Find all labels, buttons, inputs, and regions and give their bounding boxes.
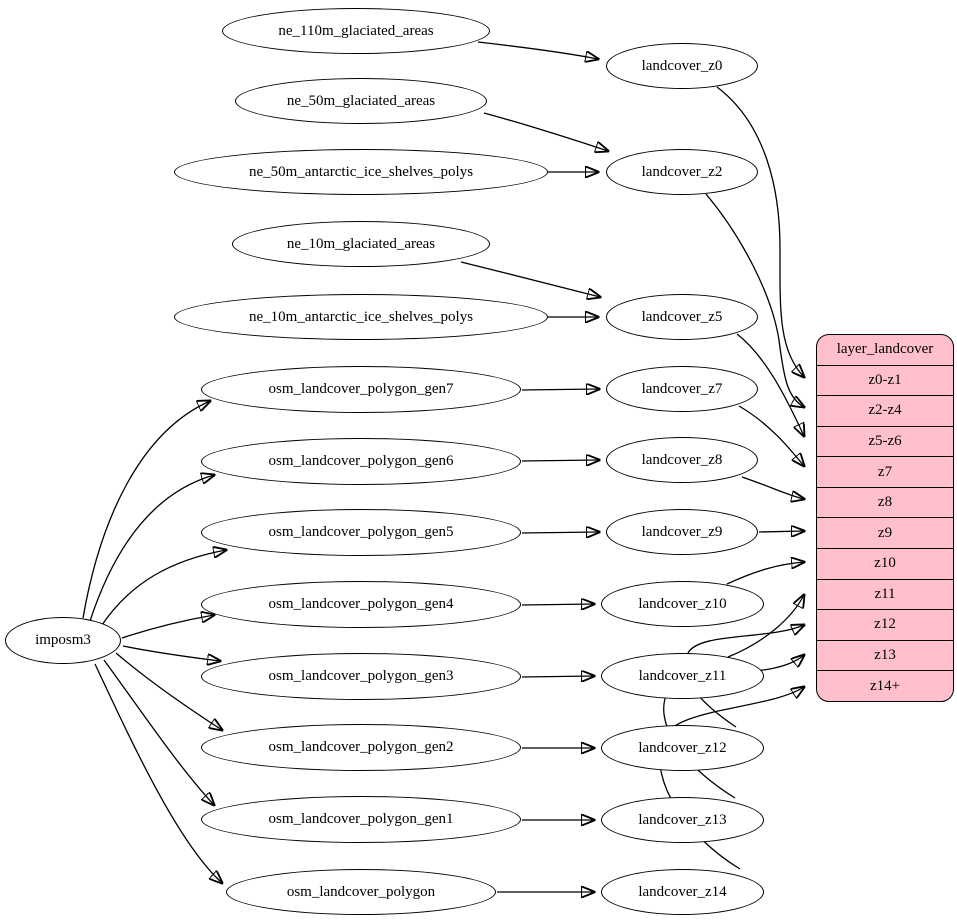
node-label: osm_landcover_polygon xyxy=(286,883,436,900)
node-label: landcover_z12 xyxy=(638,739,727,756)
node-landcover-z8: landcover_z8 xyxy=(606,437,758,483)
table-row-z12: z12 xyxy=(817,609,953,640)
node-landcover-z10: landcover_z10 xyxy=(601,581,764,627)
node-label: ne_10m_glaciated_areas xyxy=(286,235,436,252)
node-osm-landcover-polygon-gen5: osm_landcover_polygon_gen5 xyxy=(201,509,521,556)
table-row-z0-z1: z0-z1 xyxy=(817,364,953,396)
edge-landcover-z8-to-row-z8 xyxy=(741,476,804,499)
edge-osm-landcover-polygon-gen7-to-landcover-z7 xyxy=(521,389,599,390)
node-label: landcover_z8 xyxy=(641,451,723,468)
node-ne-10m-antarctic-ice-shelves-polys: ne_10m_antarctic_ice_shelves_polys xyxy=(174,294,548,340)
table-row-z9: z9 xyxy=(817,517,953,548)
node-label: ne_50m_glaciated_areas xyxy=(286,92,436,109)
node-label: landcover_z2 xyxy=(641,163,723,180)
node-imposm3-label: imposm3 xyxy=(35,632,91,648)
node-label: landcover_z10 xyxy=(638,595,727,612)
table-row-z5-z6: z5-z6 xyxy=(817,425,953,457)
edge-landcover-z5-to-row-z5-z6 xyxy=(736,333,804,436)
edge-landcover-z2-to-row-z2-z4 xyxy=(705,193,804,407)
node-label: landcover_z0 xyxy=(641,57,723,74)
node-label: landcover_z9 xyxy=(641,523,723,540)
node-label: ne_50m_antarctic_ice_shelves_polys xyxy=(248,163,474,180)
table-row-z8: z8 xyxy=(817,486,953,518)
edge-imposm3-to-osm-landcover-polygon-gen5 xyxy=(99,550,226,629)
node-landcover-z14: landcover_z14 xyxy=(601,869,764,915)
node-label: landcover_z5 xyxy=(641,308,723,325)
edge-landcover-z10-to-row-z10 xyxy=(726,562,804,585)
node-label: landcover_z13 xyxy=(638,811,727,828)
edge-imposm3-to-osm-landcover-polygon-gen3 xyxy=(122,645,220,661)
node-label: landcover_z7 xyxy=(641,380,723,397)
node-landcover-z11: landcover_z11 xyxy=(601,653,764,699)
layer-landcover-table: layer_landcover z0-z1 z2-z4 z5-z6 z7 z8 … xyxy=(816,334,954,702)
node-label: osm_landcover_polygon_gen6 xyxy=(268,453,454,469)
node-landcover-z0: landcover_z0 xyxy=(606,43,758,89)
table-row-z14plus: z14+ xyxy=(817,670,953,701)
edge-imposm3-to-osm-landcover-polygon-gen6 xyxy=(89,475,214,622)
edge-osm-landcover-polygon-gen3-to-landcover-z11 xyxy=(521,676,594,677)
edge-ne-110m-glaciated-areas-to-landcover-z0 xyxy=(477,41,598,59)
node-label: osm_landcover_polygon_gen1 xyxy=(268,811,454,827)
edge-landcover-z0-to-row-z0-z1 xyxy=(716,86,804,377)
edge-imposm3-to-osm-landcover-polygon-gen7 xyxy=(82,401,210,619)
node-label: landcover_z14 xyxy=(638,883,727,900)
node-osm-landcover-polygon-gen4: osm_landcover_polygon_gen4 xyxy=(201,581,521,628)
edge-landcover-z7-to-row-z7 xyxy=(738,405,804,466)
node-osm-landcover-polygon-gen6: osm_landcover_polygon_gen6 xyxy=(201,438,521,485)
edge-imposm3-to-osm-landcover-polygon-gen2 xyxy=(115,652,222,730)
node-ne-50m-antarctic-ice-shelves-polys: ne_50m_antarctic_ice_shelves_polys xyxy=(174,149,548,195)
node-label: osm_landcover_polygon_gen7 xyxy=(268,381,454,397)
edge-imposm3-to-osm-landcover-polygon-gen4 xyxy=(121,615,214,639)
edge-ne-50m-glaciated-areas-to-landcover-z2 xyxy=(483,112,608,151)
node-osm-landcover-polygon-gen1: osm_landcover_polygon_gen1 xyxy=(201,796,521,843)
node-label: osm_landcover_polygon_gen3 xyxy=(268,668,454,684)
table-row-z11: z11 xyxy=(817,578,953,610)
table-row-z2-z4: z2-z4 xyxy=(817,395,953,426)
node-osm-landcover-polygon-gen3: osm_landcover_polygon_gen3 xyxy=(201,653,521,700)
table-row-z13: z13 xyxy=(817,639,953,671)
node-landcover-z7: landcover_z7 xyxy=(606,366,758,412)
node-label: osm_landcover_polygon_gen5 xyxy=(268,524,454,540)
edge-ne-10m-glaciated-areas-to-landcover-z5 xyxy=(460,261,600,297)
table-header: layer_landcover xyxy=(836,341,934,358)
node-ne-110m-glaciated-areas: ne_110m_glaciated_areas xyxy=(222,8,490,54)
node-label: ne_10m_antarctic_ice_shelves_polys xyxy=(248,308,474,325)
edge-landcover-z11-to-row-z11 xyxy=(727,595,804,658)
node-osm-landcover-polygon-gen2: osm_landcover_polygon_gen2 xyxy=(201,724,521,771)
node-label: osm_landcover_polygon_gen2 xyxy=(268,739,454,755)
node-label: ne_110m_glaciated_areas xyxy=(278,22,434,39)
table-row-z7: z7 xyxy=(817,456,953,487)
node-landcover-z5: landcover_z5 xyxy=(606,294,758,340)
edge-imposm3-to-osm-landcover-polygon-gen1 xyxy=(103,659,214,805)
node-ne-10m-glaciated-areas: ne_10m_glaciated_areas xyxy=(232,221,490,267)
node-landcover-z13: landcover_z13 xyxy=(601,797,764,843)
edge-osm-landcover-polygon-gen6-to-landcover-z8 xyxy=(521,460,599,461)
edge-imposm3-to-osm-landcover-polygon xyxy=(94,663,222,883)
edge-osm-landcover-polygon-gen5-to-landcover-z9 xyxy=(521,532,599,533)
node-osm-landcover-polygon-gen7: osm_landcover_polygon_gen7 xyxy=(201,366,521,413)
node-osm-landcover-polygon: osm_landcover_polygon xyxy=(226,869,496,915)
node-landcover-z2: landcover_z2 xyxy=(606,149,758,195)
node-ne-50m-glaciated-areas: ne_50m_glaciated_areas xyxy=(235,78,487,124)
node-imposm3: imposm3 xyxy=(5,617,121,664)
edge-osm-landcover-polygon-gen4-to-landcover-z10 xyxy=(521,604,594,605)
table-row-z10: z10 xyxy=(817,548,953,579)
node-label: landcover_z11 xyxy=(638,667,727,684)
edge-landcover-z9-to-row-z9 xyxy=(758,531,804,532)
node-landcover-z12: landcover_z12 xyxy=(601,725,764,771)
node-landcover-z9: landcover_z9 xyxy=(606,509,758,555)
node-label: osm_landcover_polygon_gen4 xyxy=(268,596,454,612)
